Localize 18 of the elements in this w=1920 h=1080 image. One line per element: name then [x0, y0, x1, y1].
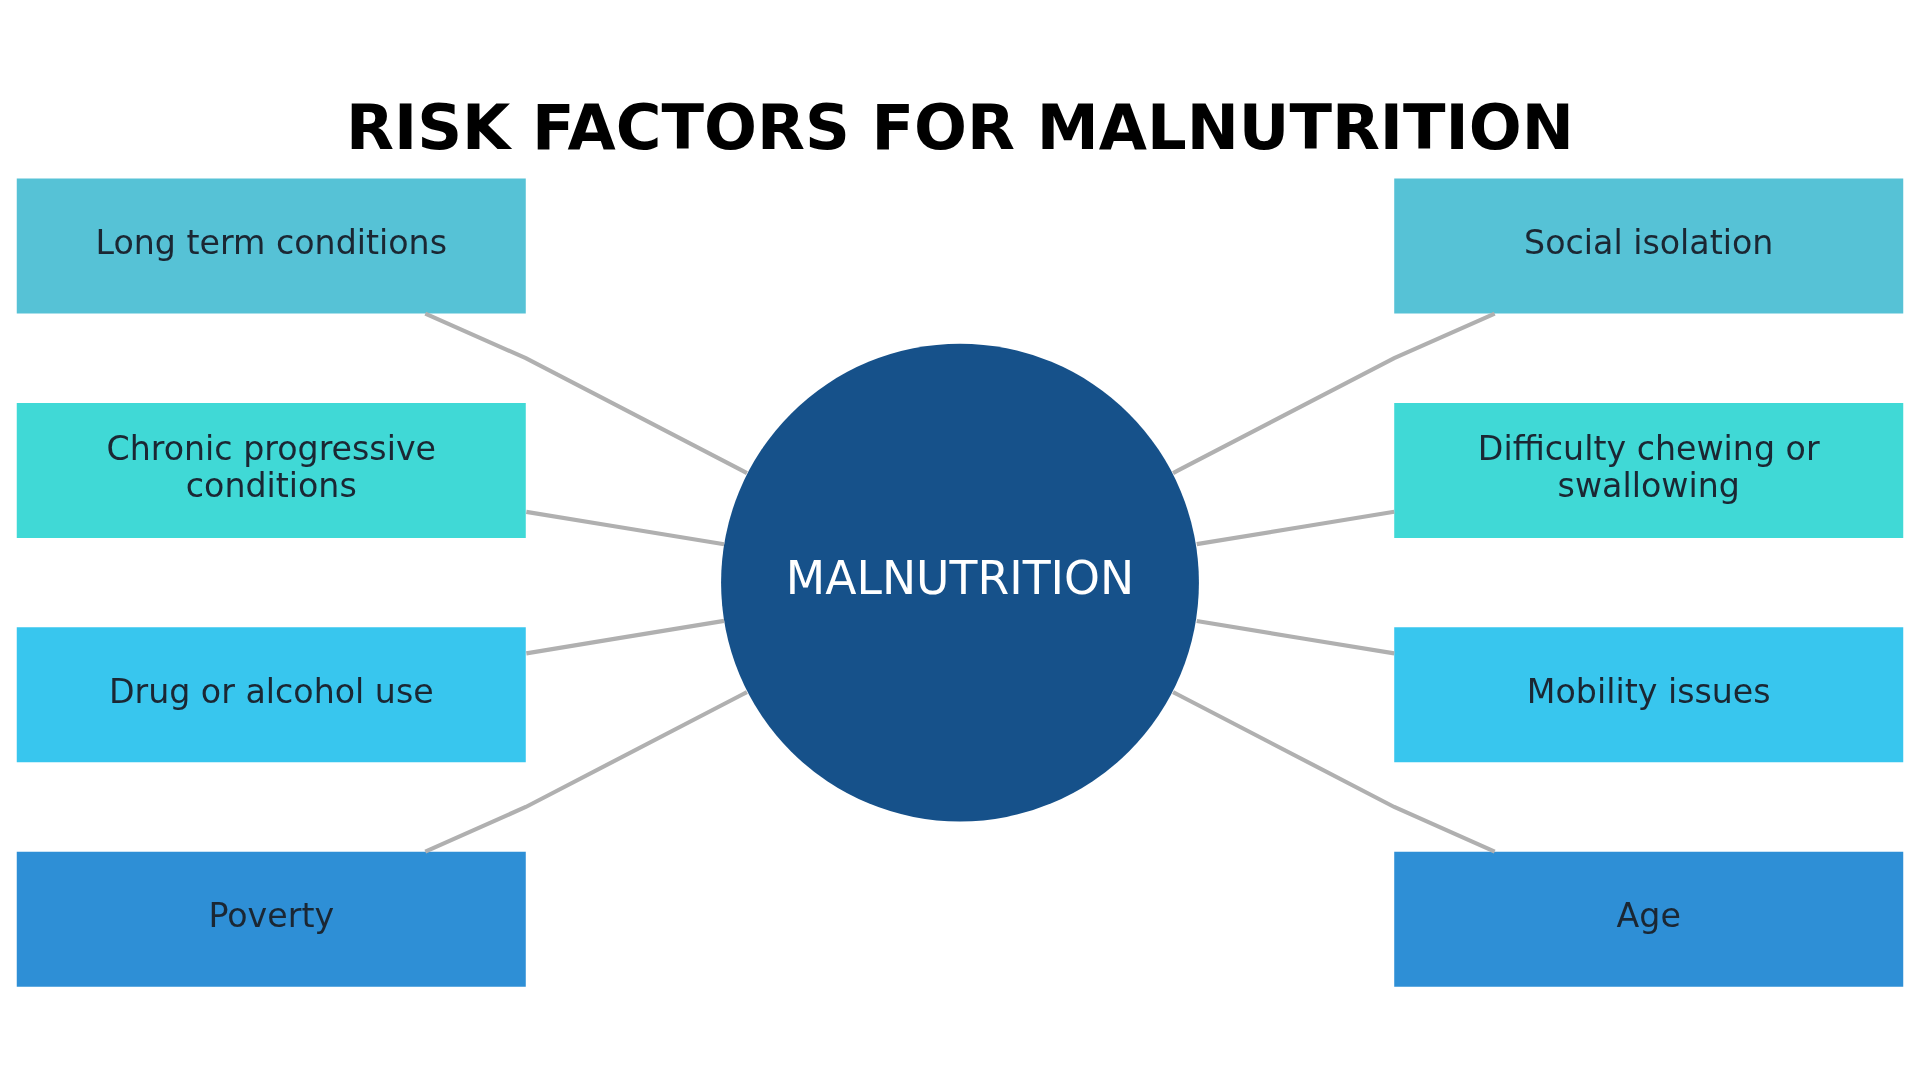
- node-box: Chronic progressive conditions: [16, 402, 526, 538]
- node-box: Age: [1394, 851, 1904, 987]
- connector: [526, 618, 725, 656]
- diagram-title: RISK FACTORS FOR MALNUTRITION: [346, 91, 1574, 165]
- connector: [424, 690, 748, 854]
- node-box: Poverty: [16, 851, 526, 987]
- connector: [1172, 311, 1496, 475]
- connector: [526, 509, 725, 547]
- connector: [1172, 690, 1496, 854]
- node-box: Mobility issues: [1394, 627, 1904, 763]
- connector: [1196, 619, 1395, 656]
- connector: [424, 311, 748, 475]
- connector: [1196, 509, 1395, 547]
- node-box: Long term conditions: [16, 178, 526, 314]
- node-box: Difficulty chewing or swallowing: [1394, 402, 1904, 538]
- node-circle: MALNUTRITION: [721, 343, 1199, 822]
- node-box: Drug or alcohol use: [16, 627, 526, 763]
- node-box: Social isolation: [1394, 178, 1904, 314]
